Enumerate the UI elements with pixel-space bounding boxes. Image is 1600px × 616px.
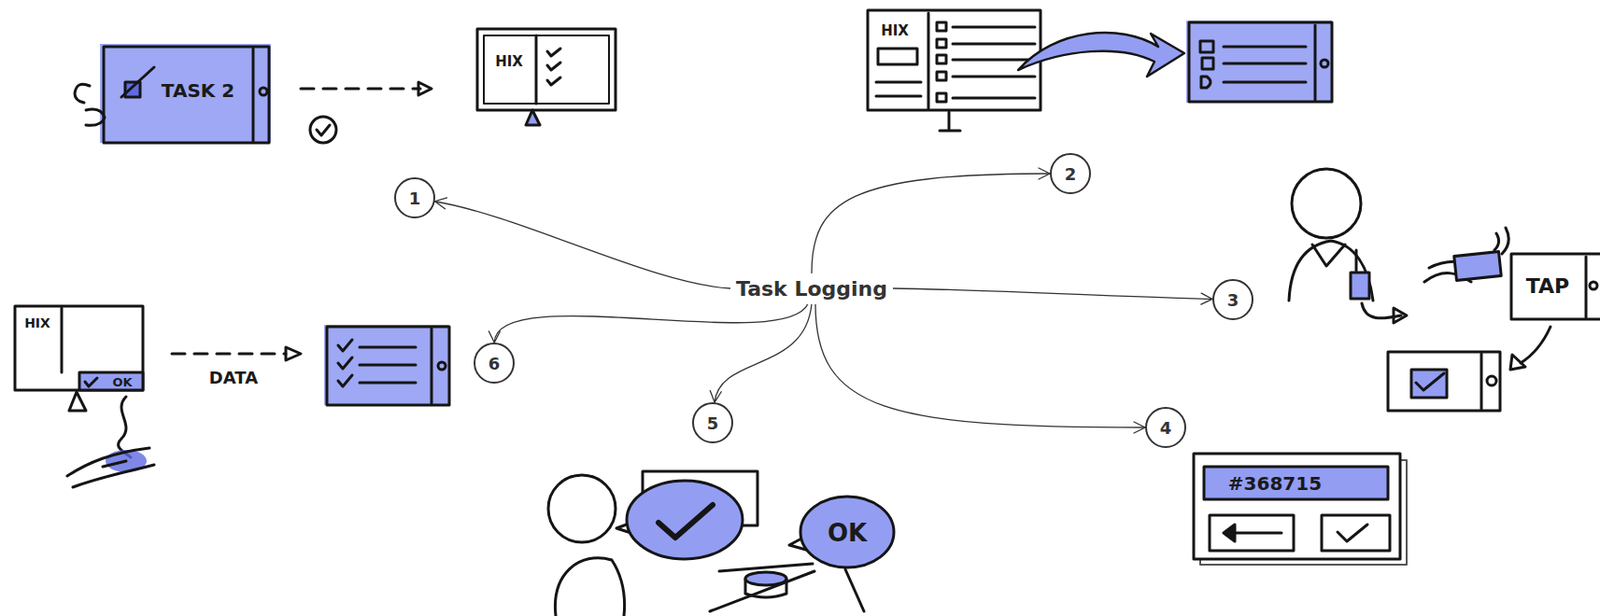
- hub-label: Task Logging: [730, 273, 893, 305]
- connector: [488, 304, 808, 344]
- connector: [811, 168, 1050, 274]
- hub-text: Task Logging: [736, 277, 888, 301]
- sketch-text: TASK 2: [161, 81, 235, 100]
- sketch-text: #368715: [1228, 474, 1322, 494]
- callout-number: 2: [1064, 164, 1077, 185]
- callout-number: 3: [1227, 290, 1240, 311]
- connector: [435, 198, 731, 289]
- callout-number: 4: [1160, 418, 1173, 439]
- connector: [709, 304, 812, 404]
- sketch-text: OK: [112, 376, 132, 389]
- callout-circle: 6: [473, 342, 515, 384]
- sketch-text: HIX: [24, 316, 51, 330]
- sketch-text: TAP: [1526, 276, 1570, 298]
- sketch-text: OK: [827, 521, 867, 546]
- callout-circle: 3: [1212, 279, 1254, 321]
- callout-number: 5: [707, 413, 720, 434]
- callout-circle: 1: [394, 177, 436, 219]
- connector: [892, 288, 1213, 305]
- callout-circle: 2: [1049, 153, 1091, 195]
- callout-number: 1: [409, 188, 422, 209]
- callout-circle: 5: [692, 402, 734, 444]
- callout-number: 6: [488, 353, 501, 374]
- callout-circle: 4: [1145, 407, 1187, 449]
- connector: [815, 304, 1146, 435]
- sketch-text: DATA: [209, 369, 258, 387]
- sketch-text: HIX: [880, 24, 909, 39]
- sketch-text: HIX: [495, 55, 524, 70]
